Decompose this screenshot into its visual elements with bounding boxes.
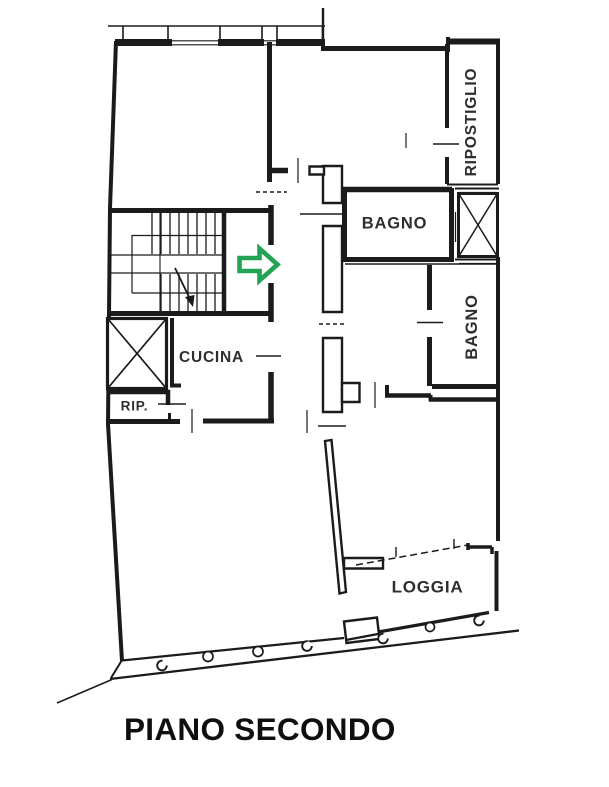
corridor-east-pier-middle [321, 224, 344, 314]
windows-top [108, 8, 325, 46]
room-label-bagno-right: BAGNO [463, 294, 481, 359]
balcony-left-closure [110, 659, 123, 679]
balcony-column [252, 645, 264, 658]
door-leaf-lines [191, 133, 457, 433]
elevator-sill-lines [447, 183, 499, 261]
room-label-bagno-top: BAGNO [362, 215, 427, 233]
southeast-room-steps [385, 385, 433, 401]
elevator-left [105, 316, 169, 391]
door-opening-dashes [256, 191, 346, 325]
right-exterior-wall [494, 41, 500, 611]
staircase [111, 213, 223, 313]
loggia-wall-tee [342, 556, 385, 570]
stair-treads-upper [151, 213, 216, 254]
balcony-hook-notch [473, 614, 485, 627]
loggia-door-jamb [466, 543, 494, 554]
wall-segment [115, 39, 325, 46]
balcony-hook-notch [156, 659, 168, 672]
stair-railing [131, 234, 223, 294]
corridor-east-pier-hook-bar [308, 165, 326, 176]
balcony-upper-line [121, 632, 379, 662]
balcony-hook-notch [301, 640, 313, 652]
hollow-piers [308, 164, 385, 645]
stair-landing-lines [111, 254, 223, 274]
entrance-arrow-icon [237, 243, 281, 286]
loggia-bottom-wall [377, 610, 490, 634]
loggia-boundary-dashed [355, 544, 469, 566]
window-glazing-lines [172, 40, 276, 46]
corridor-east-pier-lower [321, 336, 344, 414]
room-label-loggia: LOGGIA [392, 578, 464, 597]
interior-walls [108, 42, 498, 554]
plan-title: PIANO SECONDO [124, 711, 396, 747]
room-label-cucina: CUCINA [179, 349, 244, 366]
top-wall-segments [115, 39, 325, 307]
room-label-rip: RIP. [121, 399, 149, 414]
balcony-column [202, 650, 214, 663]
stair-direction-line [174, 267, 193, 304]
room-label-ripostiglio: RIPOSTIGLIO [463, 68, 480, 177]
loggia-boundary-ticks [395, 539, 455, 557]
rip-room-walls [108, 389, 171, 405]
kitchen-elevator-wall [170, 318, 181, 388]
balcony-lower-line [109, 629, 520, 681]
corridor-east-pier-foot [340, 381, 361, 404]
door-marks [158, 133, 469, 566]
elevator-x-mark [458, 193, 498, 257]
elevator-x-mark [107, 318, 167, 389]
door-sill-lines [158, 143, 459, 427]
room-labels: RIPOSTIGLIO BAGNO BAGNO CUCINA RIP. LOGG… [121, 68, 481, 597]
loggia-slanted-wall [323, 438, 348, 595]
window-mullions [122, 26, 324, 39]
balcony-extension-line [56, 678, 113, 704]
balcony-hook-notch [377, 632, 389, 645]
elevator-right [447, 183, 499, 265]
balcony-edge [56, 610, 520, 704]
balcony-column [424, 621, 436, 633]
corridor-east-pier-hook [321, 164, 344, 205]
southeast-room-walls [385, 393, 498, 402]
bagno-top-room-walls [342, 188, 454, 262]
